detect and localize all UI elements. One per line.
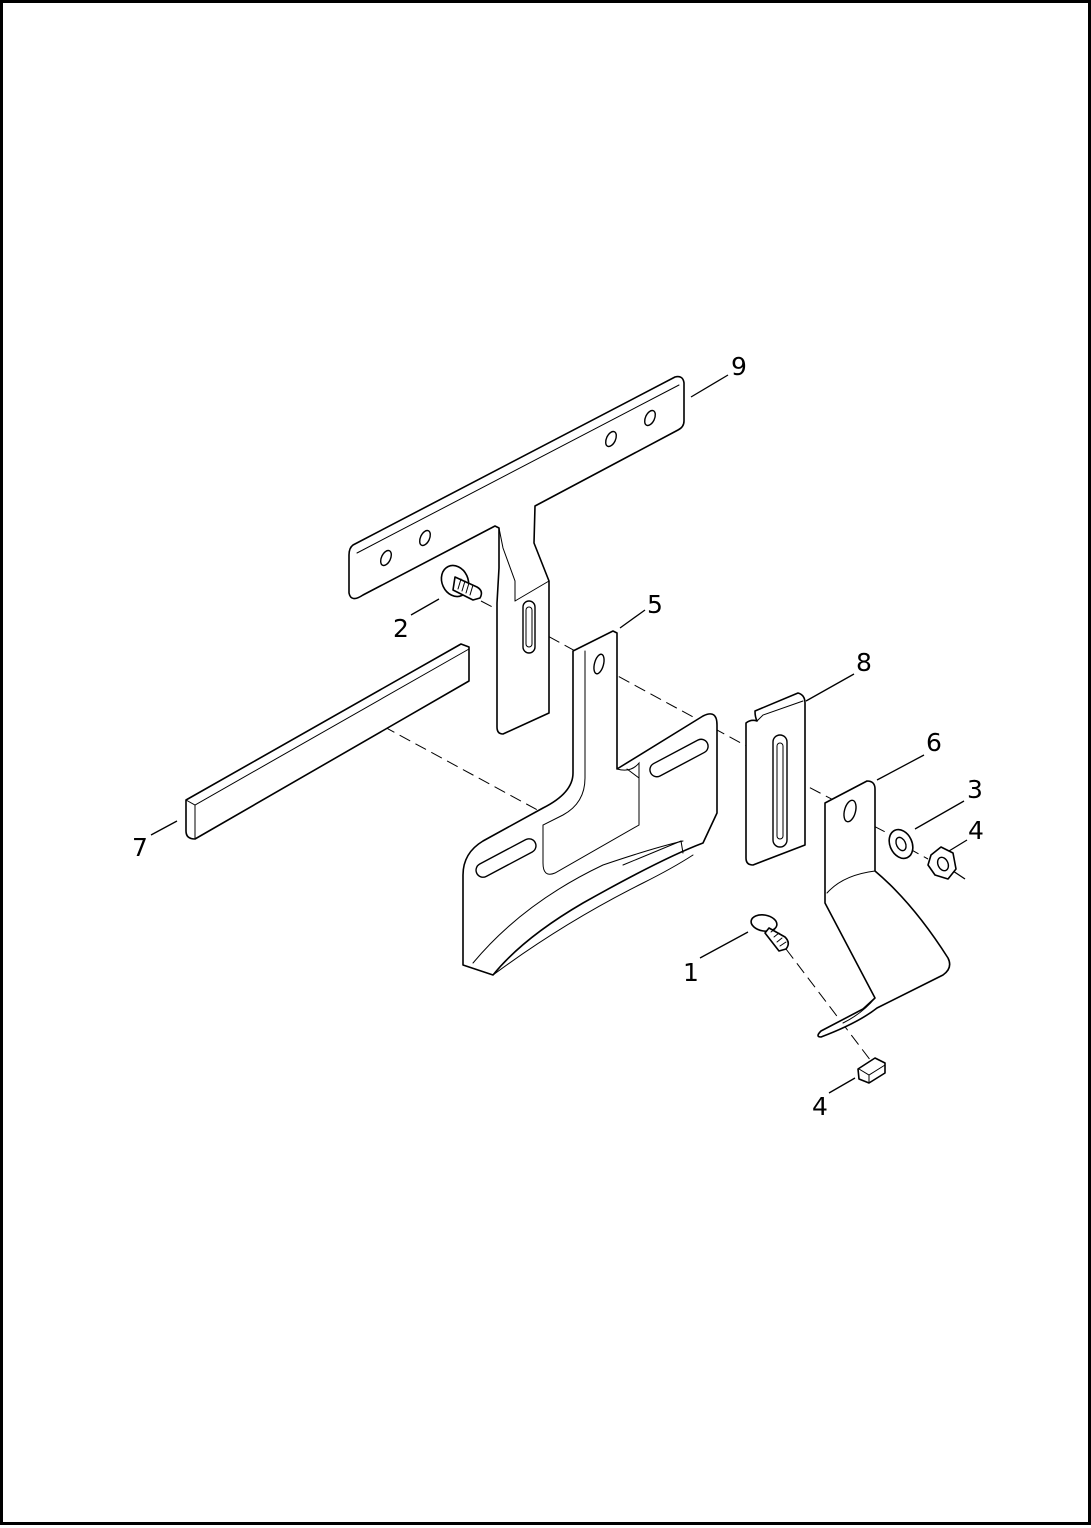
nut-upper-hole bbox=[936, 856, 950, 872]
plate-notch bbox=[616, 761, 640, 824]
callout-5: 5 bbox=[647, 590, 663, 619]
part-6-angle-bracket bbox=[817, 780, 951, 1038]
callout-4-upper: 4 bbox=[968, 816, 984, 845]
callout-2: 2 bbox=[393, 614, 409, 643]
t-bracket-hole-2 bbox=[419, 529, 431, 547]
part-4-nut-lower bbox=[857, 1057, 886, 1084]
angle-bracket-hole bbox=[843, 799, 857, 823]
t-bracket-body bbox=[348, 375, 685, 735]
part-4-nut-upper bbox=[927, 846, 957, 880]
assembly-line-plate-to-spacer bbox=[602, 667, 764, 756]
t-bracket-bend-line bbox=[498, 527, 516, 602]
leader-1 bbox=[699, 931, 749, 959]
part-9-t-bracket bbox=[348, 375, 685, 735]
t-bracket-hole-3 bbox=[605, 430, 617, 448]
plate-left-slot bbox=[475, 838, 537, 878]
plate-inner-fold bbox=[542, 650, 640, 875]
assembly-line-screw-to-nut bbox=[785, 948, 872, 1062]
part-5-plate bbox=[462, 630, 718, 976]
washer-hole bbox=[895, 836, 907, 852]
t-bracket-top-edge bbox=[356, 384, 680, 554]
nut-lower-edges bbox=[858, 1064, 886, 1084]
callout-labels: 9 2 5 8 6 3 4 7 1 4 bbox=[132, 352, 984, 1121]
leader-2 bbox=[410, 598, 440, 616]
nut-lower-body bbox=[857, 1057, 886, 1084]
callout-leaders bbox=[150, 374, 968, 1094]
leader-3 bbox=[914, 800, 965, 830]
bar-body bbox=[185, 643, 470, 840]
leader-6 bbox=[876, 754, 925, 781]
assembly-line-nut-end bbox=[952, 870, 966, 880]
callout-8: 8 bbox=[856, 648, 872, 677]
angle-bracket-bend bbox=[826, 870, 876, 894]
screw-head bbox=[750, 914, 778, 932]
part-3-washer bbox=[888, 828, 914, 860]
leader-5 bbox=[619, 609, 646, 629]
part-7-bar bbox=[185, 643, 470, 840]
plate-curve-1 bbox=[472, 840, 684, 964]
t-bracket-slot-inner bbox=[525, 606, 533, 648]
leader-7 bbox=[150, 820, 178, 836]
parts-diagram: 9 2 5 8 6 3 4 7 1 4 bbox=[132, 352, 984, 1121]
leader-8 bbox=[805, 673, 855, 702]
screw-threads bbox=[770, 928, 787, 947]
plate-right-slot bbox=[649, 738, 709, 778]
plate-lip bbox=[622, 840, 684, 866]
t-bracket-slot bbox=[522, 600, 536, 654]
callout-4-lower: 4 bbox=[812, 1092, 828, 1121]
plate-curve-2 bbox=[492, 854, 694, 976]
callout-6: 6 bbox=[926, 728, 942, 757]
assembly-line-bar-to-plate bbox=[367, 717, 544, 814]
plate-top-hole bbox=[593, 653, 605, 675]
spacer-slot-inner bbox=[776, 742, 784, 840]
angle-bracket-tab bbox=[842, 997, 876, 1024]
leader-4-upper bbox=[948, 839, 968, 852]
bolt-threads bbox=[457, 578, 474, 596]
callout-3: 3 bbox=[967, 775, 983, 804]
leader-9 bbox=[690, 374, 729, 398]
t-bracket-bend-edge bbox=[514, 580, 550, 602]
t-bracket-hole-1 bbox=[380, 549, 392, 567]
part-1-screw bbox=[750, 914, 790, 952]
t-bracket-hole-4 bbox=[644, 409, 656, 427]
leader-4-lower bbox=[828, 1077, 856, 1094]
spacer-slot bbox=[772, 734, 788, 848]
plate-body bbox=[462, 630, 718, 976]
part-8-spacer bbox=[745, 692, 806, 866]
callout-9: 9 bbox=[731, 352, 747, 381]
callout-1: 1 bbox=[683, 958, 699, 987]
spacer-top-fold bbox=[756, 700, 804, 722]
part-2-bolt bbox=[440, 564, 483, 601]
callout-7: 7 bbox=[132, 833, 148, 862]
angle-bracket-body bbox=[817, 780, 951, 1038]
screw-shank bbox=[764, 927, 790, 952]
